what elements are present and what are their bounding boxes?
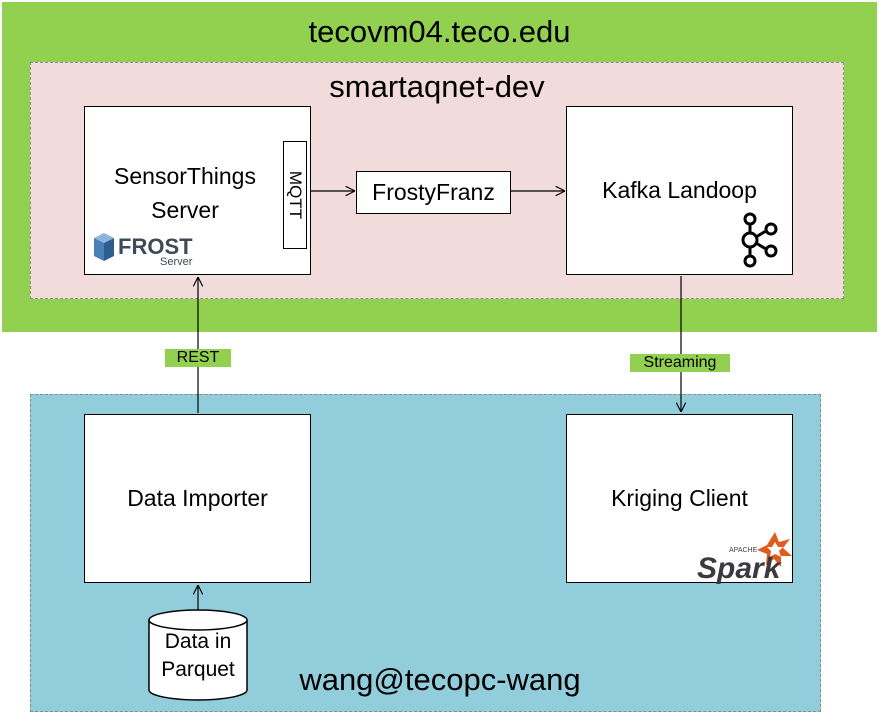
cluster-title: smartaqnet-dev (329, 69, 545, 104)
host-top-title: tecovm04.teco.edu (308, 14, 571, 49)
apache-spark-logo: APACHE Spark (697, 532, 792, 585)
sensorthings-server-node: SensorThings Server (84, 106, 311, 275)
host-bottom-title: wang@tecopc-wang (299, 662, 581, 697)
edge-label-rest: REST (165, 349, 231, 367)
kafka-logo-icon (741, 212, 778, 268)
data-importer-label: Data Importer (127, 485, 268, 511)
frost-server-logo: FROST Server (94, 233, 193, 266)
svg-text:Spark: Spark (697, 552, 782, 585)
datastore-cylinder (148, 609, 248, 701)
kriging-client-label: Kriging Client (611, 485, 748, 511)
svg-text:APACHE: APACHE (729, 547, 758, 554)
mqtt-port: MQTT (283, 141, 307, 249)
data-importer-node (84, 414, 311, 583)
svg-text:FROST: FROST (118, 234, 193, 259)
datastore-label-line1: Data in (165, 630, 232, 653)
kafka-landoop-label: Kafka Landoop (602, 177, 757, 203)
edge-label-streaming: Streaming (630, 354, 730, 372)
frost-cube-icon (94, 233, 114, 261)
mqtt-label: MQTT (286, 170, 305, 220)
svg-text:Server: Server (160, 256, 193, 266)
frostyfranz-node: FrostyFranz (356, 171, 511, 214)
sensorthings-server-label: SensorThings Server (114, 163, 256, 223)
kafka-landoop-node (566, 106, 793, 275)
datastore-label-line2: Parquet (161, 658, 235, 681)
kriging-client-node (566, 414, 793, 583)
frostyfranz-label: FrostyFranz (372, 179, 495, 205)
